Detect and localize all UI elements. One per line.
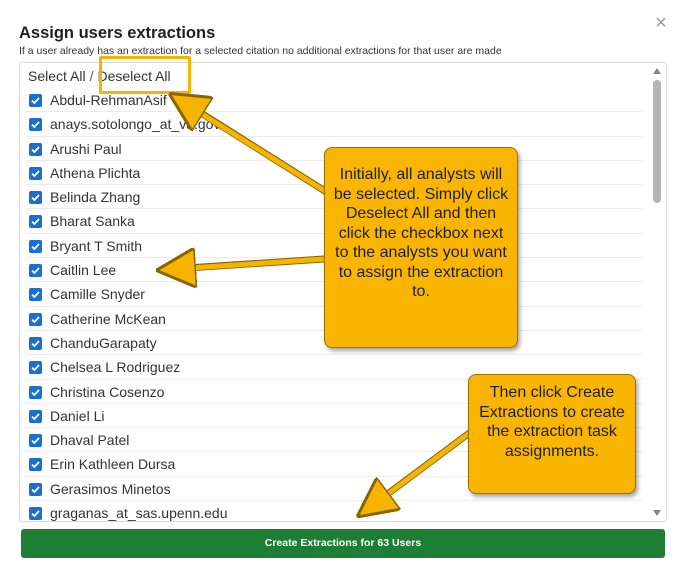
user-name-label: anays.sotolongo_at_va.gov	[50, 116, 221, 133]
selection-bar: Select All/Deselect All	[28, 68, 171, 84]
checkbox-checked-icon[interactable]	[29, 312, 42, 326]
scroll-down-icon[interactable]	[653, 510, 661, 516]
user-name-label: Christina Cosenzo	[50, 383, 165, 400]
checkbox-checked-icon[interactable]	[29, 264, 42, 278]
scrollbar-thumb[interactable]	[653, 80, 661, 203]
user-name-label: Caitlin Lee	[50, 262, 117, 279]
checkbox-checked-icon[interactable]	[29, 191, 42, 205]
callout-create-instructions: Then click Create Extractions to create …	[468, 374, 636, 494]
close-icon[interactable]: ×	[655, 12, 667, 34]
user-list-item[interactable]: Chelsea L Rodriguez	[26, 355, 642, 380]
user-list-item[interactable]: Dhaval Patel	[26, 428, 642, 453]
user-name-label: Bharat Sanka	[50, 213, 135, 230]
user-list-item[interactable]: Daniel Li	[26, 404, 642, 429]
checkbox-checked-icon[interactable]	[29, 166, 42, 180]
user-name-label: ChanduGarapaty	[50, 334, 157, 351]
user-list-item[interactable]: anays.sotolongo_at_va.gov	[26, 112, 642, 137]
checkbox-checked-icon[interactable]	[29, 385, 42, 399]
user-name-label: Athena Plichta	[50, 164, 141, 181]
checkbox-checked-icon[interactable]	[29, 288, 42, 302]
user-name-label: Daniel Li	[50, 407, 105, 424]
user-list-item[interactable]: ChanduGarapaty	[26, 331, 642, 356]
checkbox-checked-icon[interactable]	[29, 239, 42, 253]
checkbox-checked-icon[interactable]	[29, 458, 42, 472]
user-name-label: Gerasimos Minetos	[50, 480, 171, 497]
scrollbar[interactable]	[648, 63, 666, 521]
checkbox-checked-icon[interactable]	[29, 215, 42, 229]
checkbox-checked-icon[interactable]	[29, 94, 42, 107]
create-extractions-button[interactable]: Create Extractions for 63 Users	[21, 529, 665, 558]
select-all-link[interactable]: Select All	[28, 68, 86, 84]
user-list-item[interactable]: Christina Cosenzo	[26, 380, 642, 404]
user-name-label: Catherine McKean	[50, 310, 166, 327]
user-name-label: Arushi Paul	[50, 140, 122, 157]
checkbox-checked-icon[interactable]	[29, 507, 42, 521]
checkbox-checked-icon[interactable]	[29, 142, 42, 156]
user-name-label: Camille Snyder	[50, 286, 145, 303]
checkbox-checked-icon[interactable]	[29, 409, 42, 423]
separator: /	[89, 68, 94, 84]
user-name-label: Belinda Zhang	[50, 189, 141, 206]
user-name-label: Erin Kathleen Dursa	[50, 456, 176, 473]
callout-deselect-instructions: Initially, all analysts will be selected…	[324, 147, 518, 348]
user-list-item[interactable]: graganas_at_sas.upenn.edu	[26, 501, 642, 522]
checkbox-checked-icon[interactable]	[29, 118, 42, 132]
user-name-label: Chelsea L Rodriguez	[50, 359, 181, 376]
dialog-subtitle: If a user already has an extraction for …	[19, 45, 502, 57]
scroll-up-icon[interactable]	[653, 68, 661, 74]
checkbox-checked-icon[interactable]	[29, 361, 42, 375]
user-name-label: Dhaval Patel	[50, 432, 130, 449]
user-name-label: Abdul-RehmanAsif	[50, 92, 167, 108]
user-list-item[interactable]: Gerasimos Minetos	[26, 477, 642, 502]
user-name-label: graganas_at_sas.upenn.edu	[50, 505, 228, 522]
checkbox-checked-icon[interactable]	[29, 434, 42, 448]
deselect-all-link[interactable]: Deselect All	[97, 68, 171, 84]
checkbox-checked-icon[interactable]	[29, 336, 42, 350]
checkbox-checked-icon[interactable]	[29, 482, 42, 496]
dialog-title: Assign users extractions	[19, 24, 216, 42]
deselect-all-highlight	[99, 56, 191, 94]
user-list-item[interactable]: Erin Kathleen Dursa	[26, 452, 642, 477]
user-name-label: Bryant T Smith	[50, 237, 143, 254]
